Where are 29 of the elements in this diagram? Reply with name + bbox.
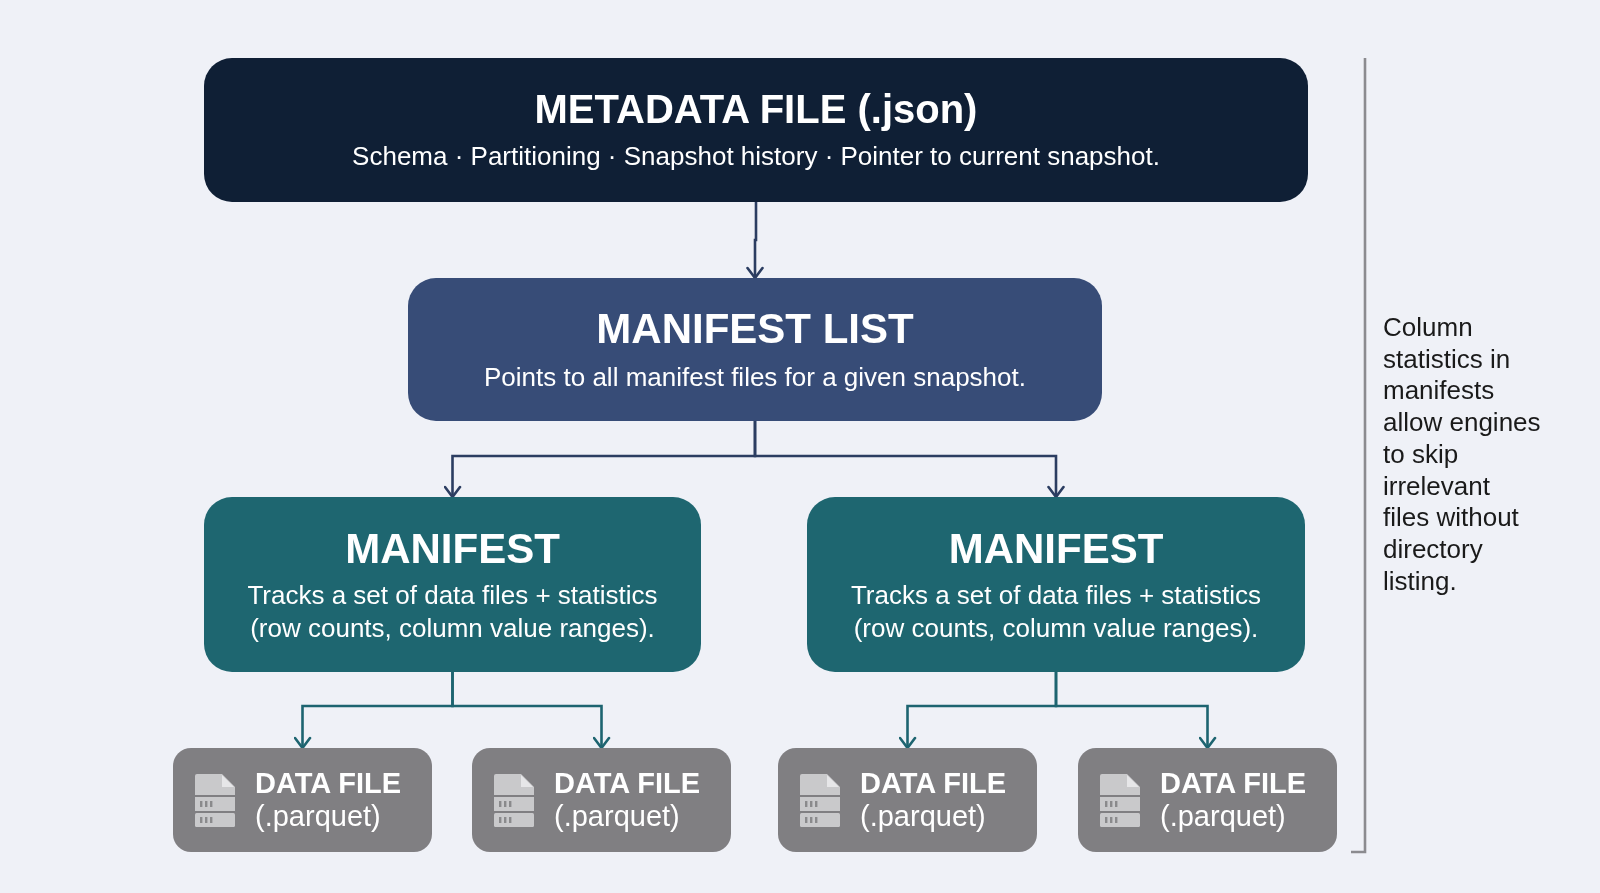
file-name: DATA FILE: [255, 766, 402, 800]
arrow: [451, 672, 611, 750]
arrow: [753, 421, 1065, 499]
file-name: DATA FILE: [1160, 766, 1307, 800]
file-extension: (.parquet): [255, 800, 382, 834]
manifest-list-description: Points to all manifest files for a given snapshot.: [484, 361, 1026, 394]
file-name: DATA FILE: [860, 766, 1007, 800]
file-extension: (.parquet): [860, 800, 987, 834]
manifest-heading: MANIFEST: [948, 525, 1164, 574]
data-file-box: [1078, 748, 1337, 852]
manifest-box: [204, 497, 701, 672]
manifest-box: [807, 497, 1305, 672]
manifest-heading: MANIFEST: [345, 525, 560, 574]
metadata-description: Schema · Partitioning · Snapshot history · Pointer to current snapshot.: [352, 140, 1160, 173]
data-file-box: [472, 748, 731, 852]
data-file-box: [173, 748, 432, 852]
manifest-list-heading: MANIFEST LIST: [596, 305, 914, 354]
metadata-box: [204, 58, 1308, 202]
manifest-list-box: [408, 278, 1102, 421]
arrow: [746, 202, 764, 280]
file-extension: (.parquet): [554, 800, 681, 834]
side-note: Column statistics in manifests allow engines to skip irrelevant files without directory listing.: [1383, 312, 1542, 598]
manifest-description: Tracks a set of data files + statistics (row counts, column value ranges).: [246, 579, 659, 644]
file-name: DATA FILE: [554, 766, 701, 800]
file-extension: (.parquet): [1160, 800, 1287, 834]
manifest-description: Tracks a set of data files + statistics (row counts, column value ranges).: [849, 579, 1263, 644]
arrow: [1054, 672, 1217, 750]
data-file-box: [778, 748, 1037, 852]
metadata-heading: METADATA FILE (.json): [534, 87, 978, 133]
